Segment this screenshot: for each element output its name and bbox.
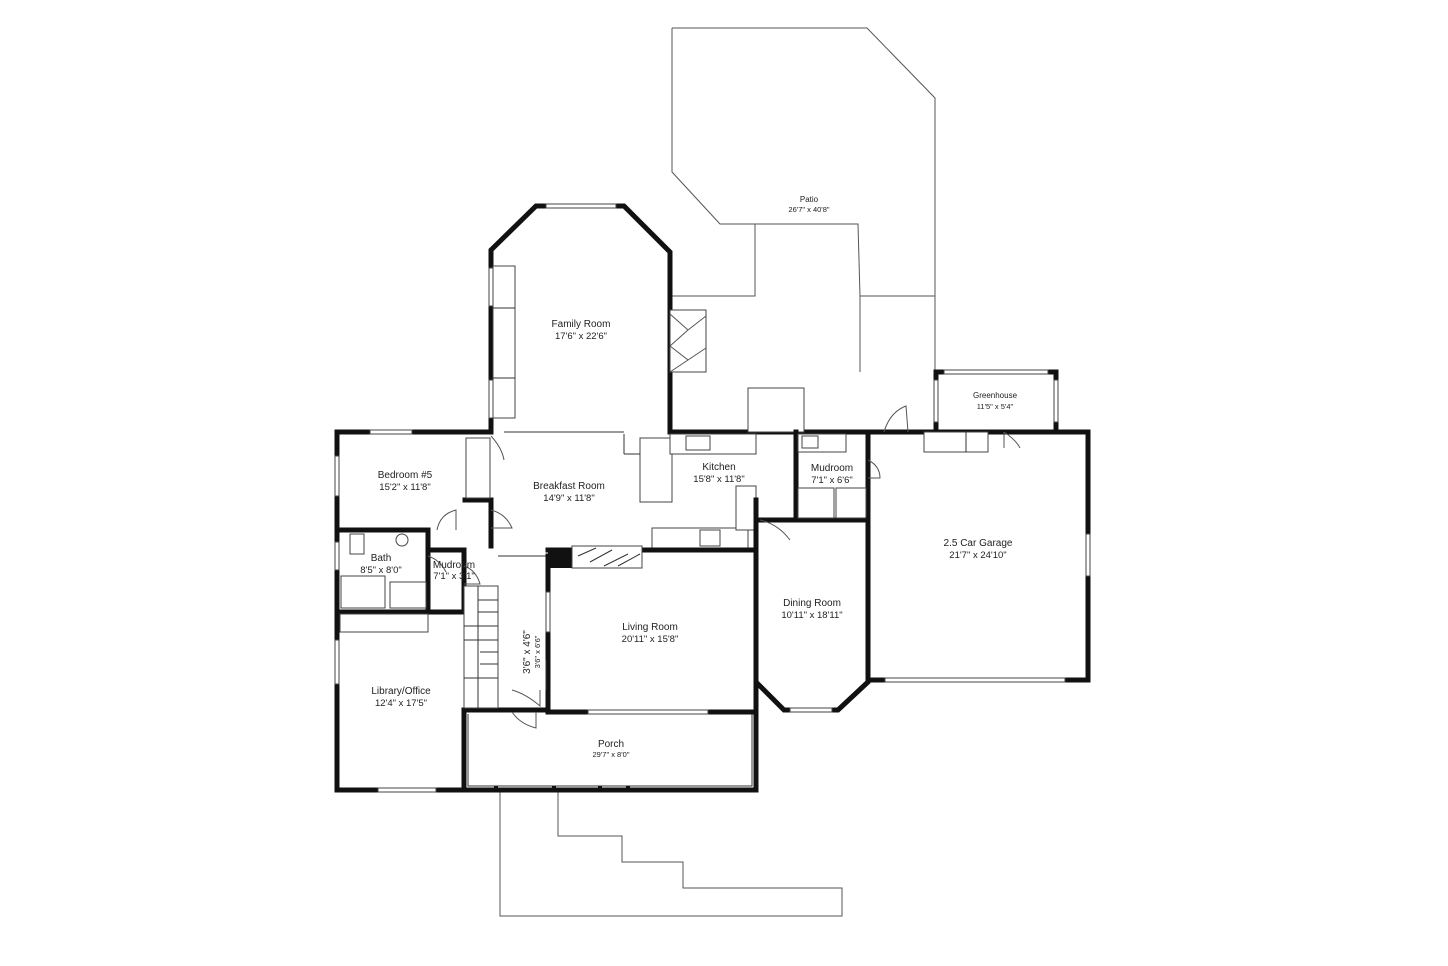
patio-dims: 26'7" x 40'8" [788, 205, 829, 214]
kitchen-label: Kitchen [702, 462, 735, 473]
breakfast-room-label: Breakfast Room [533, 481, 605, 492]
family-room-label: Family Room [552, 319, 611, 330]
porch-dims: 29'7" x 8'0" [593, 750, 630, 759]
breakfast-room-dims: 14'9" x 11'8" [543, 493, 594, 504]
living-room-label: Living Room [622, 622, 678, 633]
fireplace [548, 550, 572, 568]
patio-outline [671, 27, 936, 372]
garage-window [1085, 533, 1091, 577]
bath-tub [340, 575, 386, 609]
mudroom-west-label: Mudroom [433, 560, 475, 571]
greenhouse-walls [933, 369, 1059, 433]
bath-vanity [389, 581, 427, 609]
mudroom-locker [835, 487, 867, 519]
patio-label: Patio [800, 195, 819, 204]
kitchen-dims: 15'8" x 11'8" [693, 474, 744, 485]
dining-room-label: Dining Room [783, 598, 841, 609]
family-room-window [488, 379, 494, 419]
greenhouse-label: Greenhouse [973, 391, 1018, 400]
family-room-dims: 17'6" x 22'6" [555, 331, 607, 342]
kitchen-counter [735, 485, 757, 531]
bath-window [334, 541, 340, 571]
library-dims: 12'4" x 17'5" [375, 698, 427, 709]
greenhouse-dims: 11'5" x 5'4" [977, 402, 1014, 411]
garage-door [884, 677, 1066, 683]
family-room-window [488, 267, 494, 307]
kitchen-counter [669, 433, 757, 455]
mudroom-sink [801, 435, 819, 449]
porch-label: Porch [598, 739, 624, 750]
bedroom5-dims: 15'2" x 11'8" [379, 482, 430, 493]
mudroom-locker [797, 487, 835, 519]
porch-outline [467, 714, 753, 787]
bath-toilet [349, 533, 365, 555]
kitchen-exterior-pantry [747, 387, 805, 433]
bedroom-closet [465, 437, 491, 499]
hall-label: 3'6" x 4'6" [522, 630, 533, 674]
library-window [334, 639, 340, 685]
bath-label: Bath [371, 553, 392, 564]
garage-dims: 21'7" x 24'10" [949, 550, 1006, 561]
dining-room-dims: 10'11" x 18'11" [781, 610, 842, 621]
kitchen-sink [685, 435, 711, 451]
greenhouse-window [933, 379, 939, 423]
mudroom-east-label: Mudroom [811, 463, 853, 474]
garage-label: 2.5 Car Garage [944, 538, 1013, 549]
stairs [463, 585, 499, 709]
greenhouse-window [943, 369, 1049, 375]
living-room-dims: 20'11" x 15'8" [622, 634, 679, 645]
bath-dims: 8'5" x 8'0" [360, 565, 402, 576]
hall-dims: 3'6" x 6'6" [533, 635, 542, 668]
living-room-window [587, 709, 709, 715]
family-room-window [545, 203, 617, 209]
kitchen-peninsula [639, 437, 673, 503]
bedroom5-label: Bedroom #5 [378, 470, 433, 481]
mudroom-east-dims: 7'1" x 6'6" [811, 475, 853, 486]
library-label: Library/Office [371, 686, 431, 697]
family-room-built-in [492, 265, 516, 419]
dining-room-window [789, 707, 833, 713]
library-window [377, 787, 437, 793]
garage-entry [923, 431, 989, 453]
kitchen-stove [699, 529, 721, 547]
bedroom-window [334, 455, 340, 497]
mudroom-west-dims: 7'1" x 3'1" [433, 571, 475, 582]
library-shelf [339, 613, 429, 633]
living-room-window [545, 591, 551, 633]
greenhouse-window [1053, 379, 1059, 423]
bedroom-window [369, 429, 413, 435]
front-steps-outline [499, 788, 843, 917]
